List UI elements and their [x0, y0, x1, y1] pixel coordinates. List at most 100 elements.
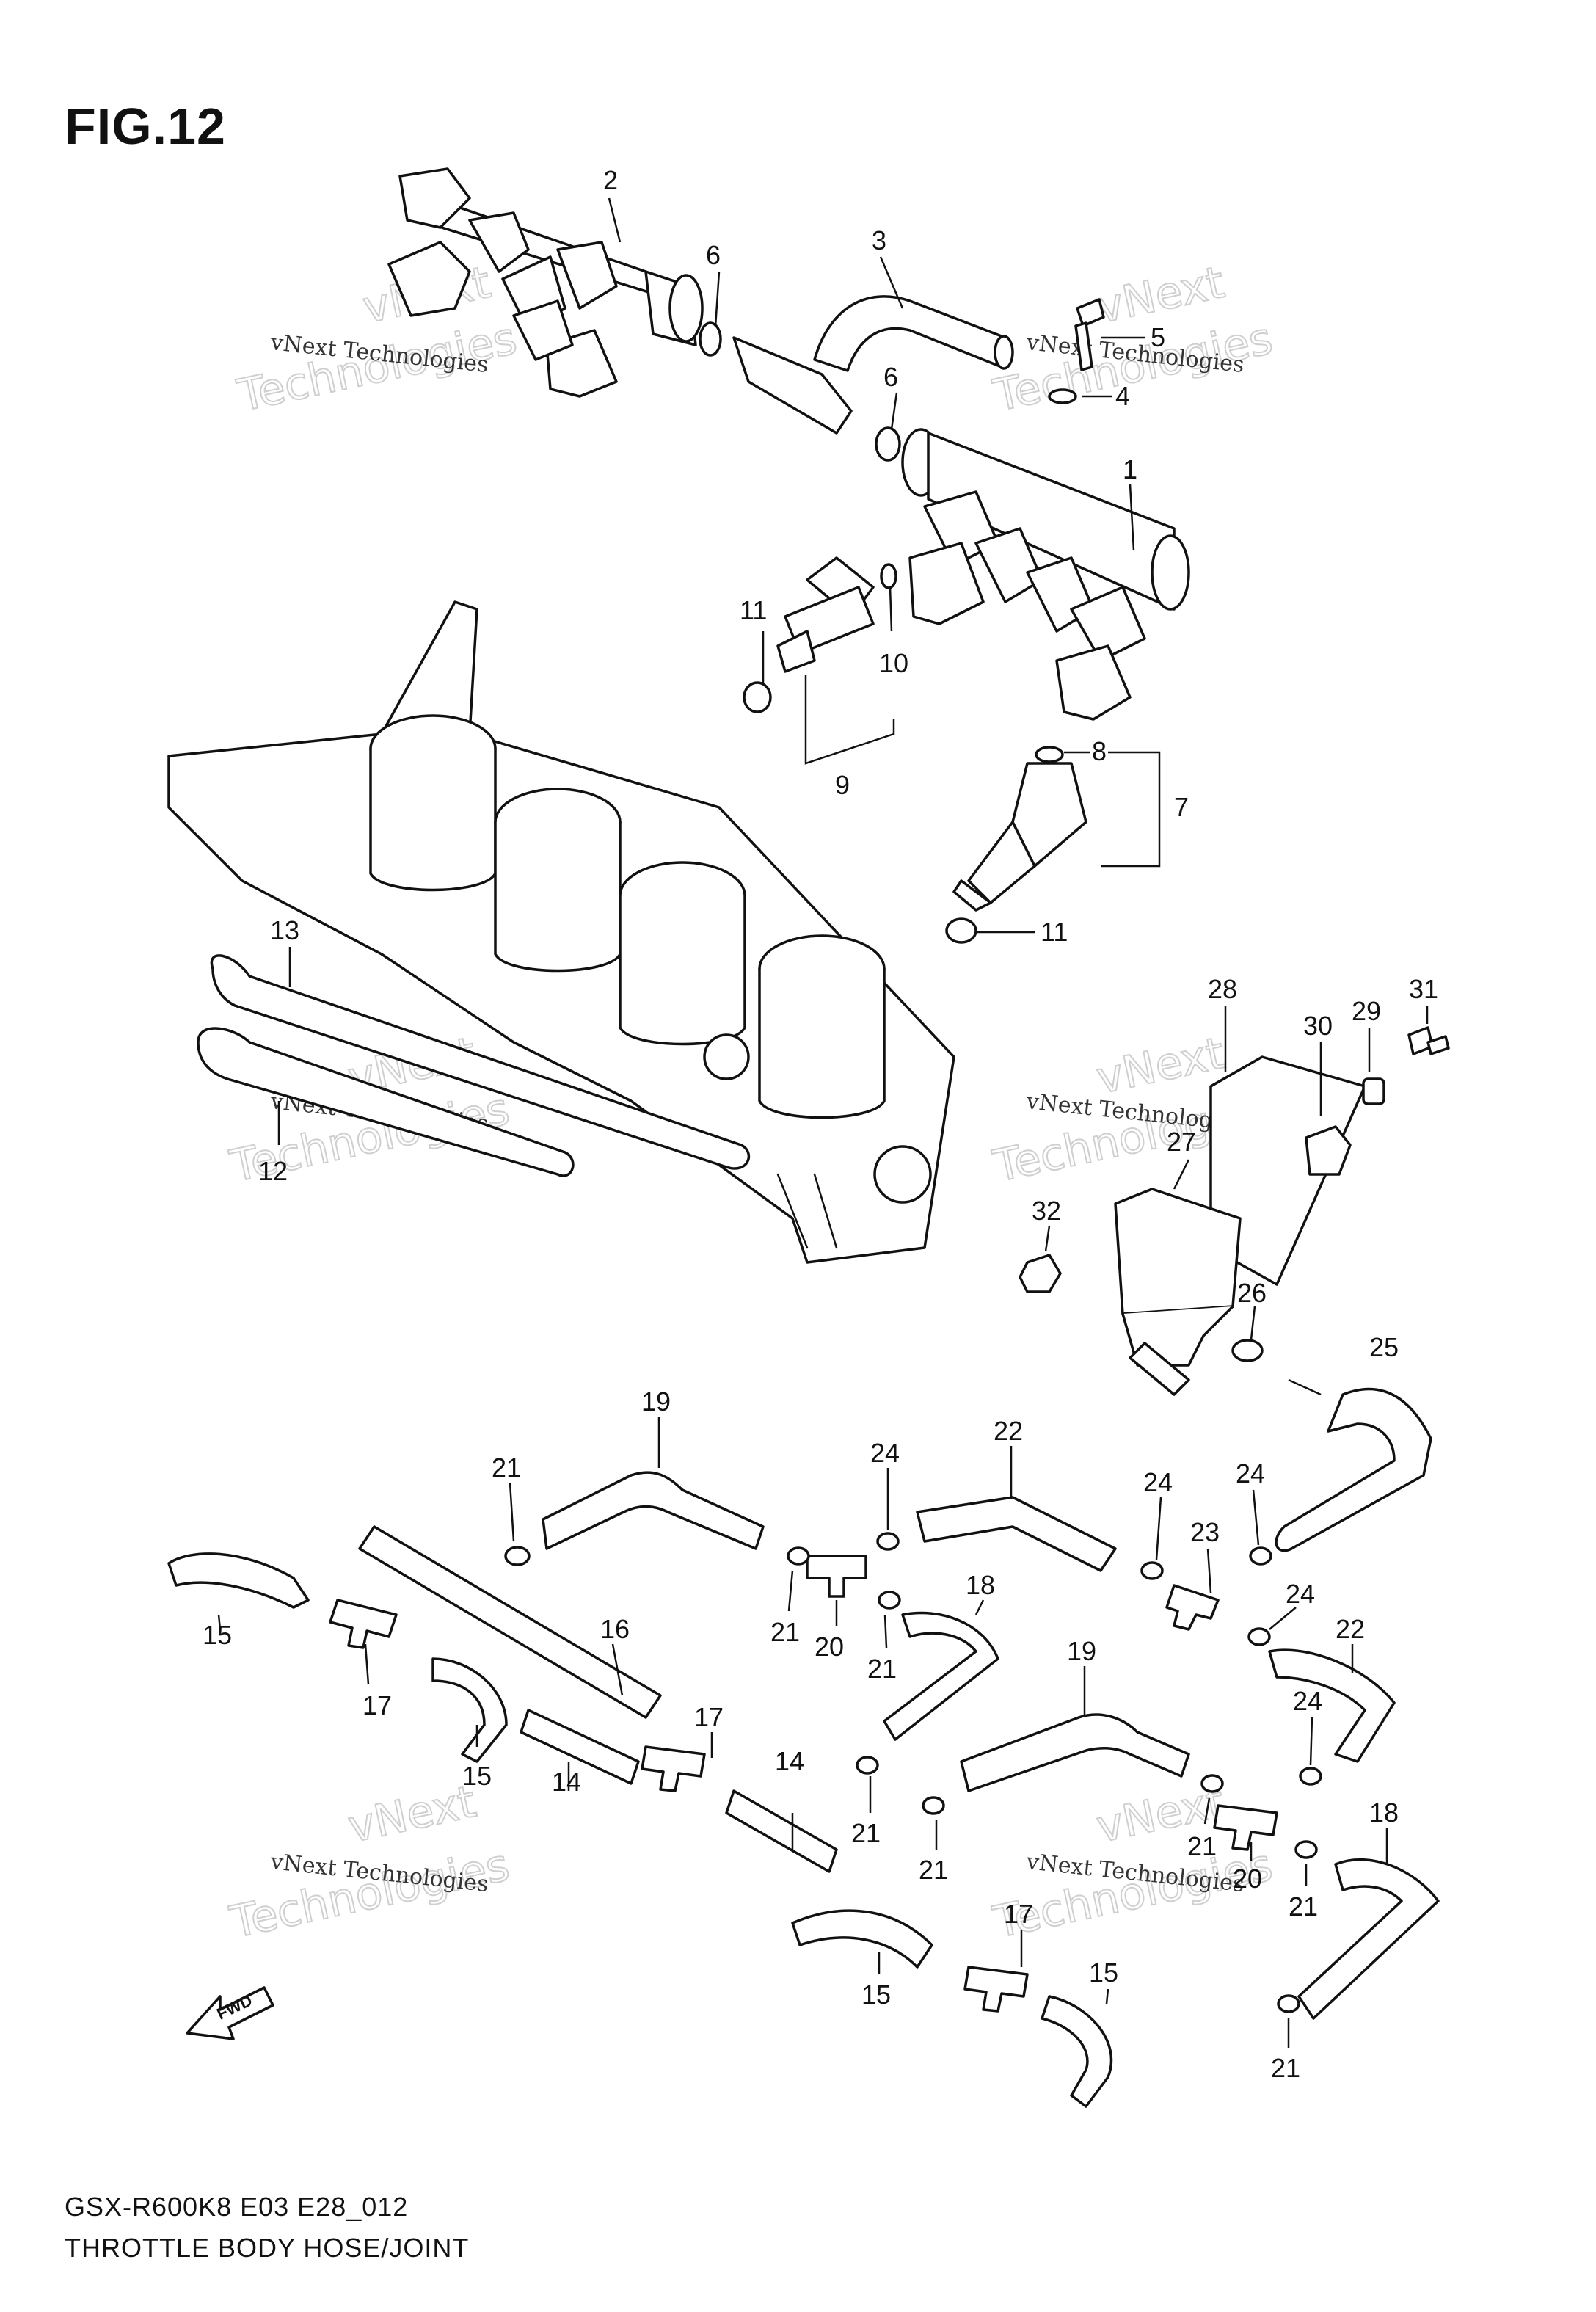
- callout-19: 19: [1067, 1636, 1096, 1666]
- hose-13[interactable]: [210, 954, 750, 1170]
- callout-21: 21: [1271, 2053, 1300, 2083]
- hose-15-bottom-left[interactable]: [791, 1909, 933, 1969]
- joint-20-upper[interactable]: [806, 1555, 867, 1598]
- callout-labels: 2 6 3 5 4 6 1 11 10 9 8 7 11 13 12 28 30…: [203, 165, 1438, 2083]
- callout-18: 18: [966, 1570, 995, 1600]
- callout-13: 13: [270, 915, 299, 945]
- fuel-joint-hose-3[interactable]: [732, 295, 1014, 435]
- joint-23[interactable]: [1165, 1584, 1220, 1631]
- callout-15: 15: [1089, 1957, 1118, 1988]
- clamp-21[interactable]: [1294, 1840, 1318, 1859]
- callout-31: 31: [1409, 974, 1438, 1004]
- callout-3: 3: [872, 225, 886, 255]
- fwd-arrow-icon: FWD: [186, 1986, 274, 2040]
- callout-21: 21: [919, 1855, 948, 1885]
- watermark-prefix-text: vNext: [344, 1776, 481, 1853]
- callout-11: 11: [740, 595, 767, 625]
- cushion-11-upper[interactable]: [743, 681, 772, 713]
- clamp-24[interactable]: [1247, 1627, 1271, 1646]
- callout-29: 29: [1352, 996, 1381, 1026]
- callout-1: 1: [1123, 454, 1137, 484]
- callout-21: 21: [770, 1617, 800, 1647]
- clamp-26[interactable]: [1231, 1339, 1264, 1362]
- nut-32[interactable]: [1019, 1254, 1062, 1293]
- hose-15-mid[interactable]: [431, 1657, 508, 1763]
- callout-21: 21: [867, 1654, 897, 1684]
- valve-27[interactable]: [1114, 1188, 1242, 1396]
- bolt-31[interactable]: [1407, 1026, 1450, 1055]
- nut-30[interactable]: [1305, 1125, 1352, 1176]
- hose-19-upper[interactable]: [542, 1471, 765, 1550]
- callout-12: 12: [258, 1156, 288, 1186]
- washer-4[interactable]: [1048, 388, 1077, 404]
- clamp-24[interactable]: [1249, 1546, 1272, 1566]
- clamp-21[interactable]: [922, 1796, 945, 1815]
- callout-21: 21: [492, 1453, 521, 1483]
- joint-17-left[interactable]: [329, 1599, 398, 1649]
- callout-7: 7: [1174, 792, 1189, 822]
- hose-15-bottom-right[interactable]: [1041, 1995, 1113, 2108]
- watermark-top-left: Technologies vNext vNext Technologies: [233, 256, 522, 423]
- callout-14: 14: [552, 1767, 581, 1797]
- callout-11: 11: [1041, 917, 1068, 947]
- hose-22-upper[interactable]: [916, 1496, 1117, 1572]
- throttle-body-assembly[interactable]: [167, 600, 955, 1264]
- callout-20: 20: [1233, 1864, 1262, 1894]
- clamp-21[interactable]: [787, 1546, 810, 1566]
- fuel-delivery-pipe-upper[interactable]: [387, 167, 704, 398]
- hose-14-right[interactable]: [725, 1789, 838, 1873]
- hose-25[interactable]: [1275, 1387, 1432, 1552]
- joint-17-bottom[interactable]: [963, 1966, 1029, 2013]
- o-ring-10[interactable]: [880, 563, 897, 589]
- hose-18-mid[interactable]: [883, 1611, 999, 1741]
- model-code: GSX-R600K8 E03 E28_012: [65, 2192, 409, 2222]
- hose-15-left[interactable]: [167, 1552, 310, 1609]
- o-ring-6-lower[interactable]: [875, 426, 901, 462]
- figure-caption: THROTTLE BODY HOSE/JOINT: [65, 2233, 470, 2263]
- clamp-24[interactable]: [876, 1532, 900, 1551]
- spacer-29[interactable]: [1362, 1077, 1385, 1105]
- cushion-11-lower[interactable]: [945, 917, 977, 944]
- callout-25: 25: [1369, 1332, 1399, 1362]
- clamp-21[interactable]: [878, 1591, 901, 1610]
- fuel-injector-7[interactable]: [952, 746, 1087, 912]
- hose-12[interactable]: [197, 1027, 575, 1177]
- callout-17: 17: [694, 1702, 724, 1732]
- callout-9: 9: [835, 770, 850, 800]
- clamp-21[interactable]: [856, 1756, 879, 1775]
- hose-22-lower[interactable]: [1268, 1648, 1396, 1763]
- hose-16[interactable]: [358, 1525, 662, 1719]
- callout-19: 19: [641, 1386, 671, 1417]
- fuel-injector-9[interactable]: [776, 556, 875, 673]
- clamp-24[interactable]: [1299, 1767, 1322, 1786]
- callout-24: 24: [1286, 1579, 1315, 1609]
- clamp-21[interactable]: [1200, 1774, 1224, 1793]
- clamp-21[interactable]: [504, 1546, 531, 1566]
- screw-5[interactable]: [1074, 298, 1105, 371]
- clamp-24[interactable]: [1140, 1561, 1164, 1580]
- hose-18-lower[interactable]: [1297, 1858, 1440, 2020]
- callout-6: 6: [706, 240, 721, 270]
- o-ring-6-upper[interactable]: [699, 321, 722, 357]
- callout-21: 21: [851, 1818, 881, 1848]
- callout-8: 8: [1092, 736, 1107, 766]
- callout-24: 24: [870, 1438, 900, 1468]
- callout-22: 22: [1336, 1614, 1365, 1644]
- hose-14-left[interactable]: [520, 1709, 640, 1785]
- fuel-delivery-pipe-lower[interactable]: [901, 428, 1190, 721]
- joint-20-lower[interactable]: [1213, 1804, 1278, 1851]
- callout-15: 15: [861, 1980, 891, 2010]
- callout-24: 24: [1143, 1467, 1173, 1497]
- callout-23: 23: [1190, 1517, 1220, 1547]
- clamp-set[interactable]: [504, 1532, 1322, 2013]
- joint-17-mid[interactable]: [641, 1745, 706, 1792]
- hose-19-lower[interactable]: [960, 1713, 1190, 1792]
- callout-2: 2: [603, 165, 618, 195]
- callout-26: 26: [1237, 1278, 1267, 1308]
- callout-16: 16: [600, 1614, 630, 1644]
- watermark-top-right: Technologies vNext vNext Technologies: [988, 256, 1278, 423]
- clamp-21[interactable]: [1277, 1994, 1300, 2013]
- callout-5: 5: [1151, 322, 1165, 352]
- callout-15: 15: [462, 1761, 492, 1791]
